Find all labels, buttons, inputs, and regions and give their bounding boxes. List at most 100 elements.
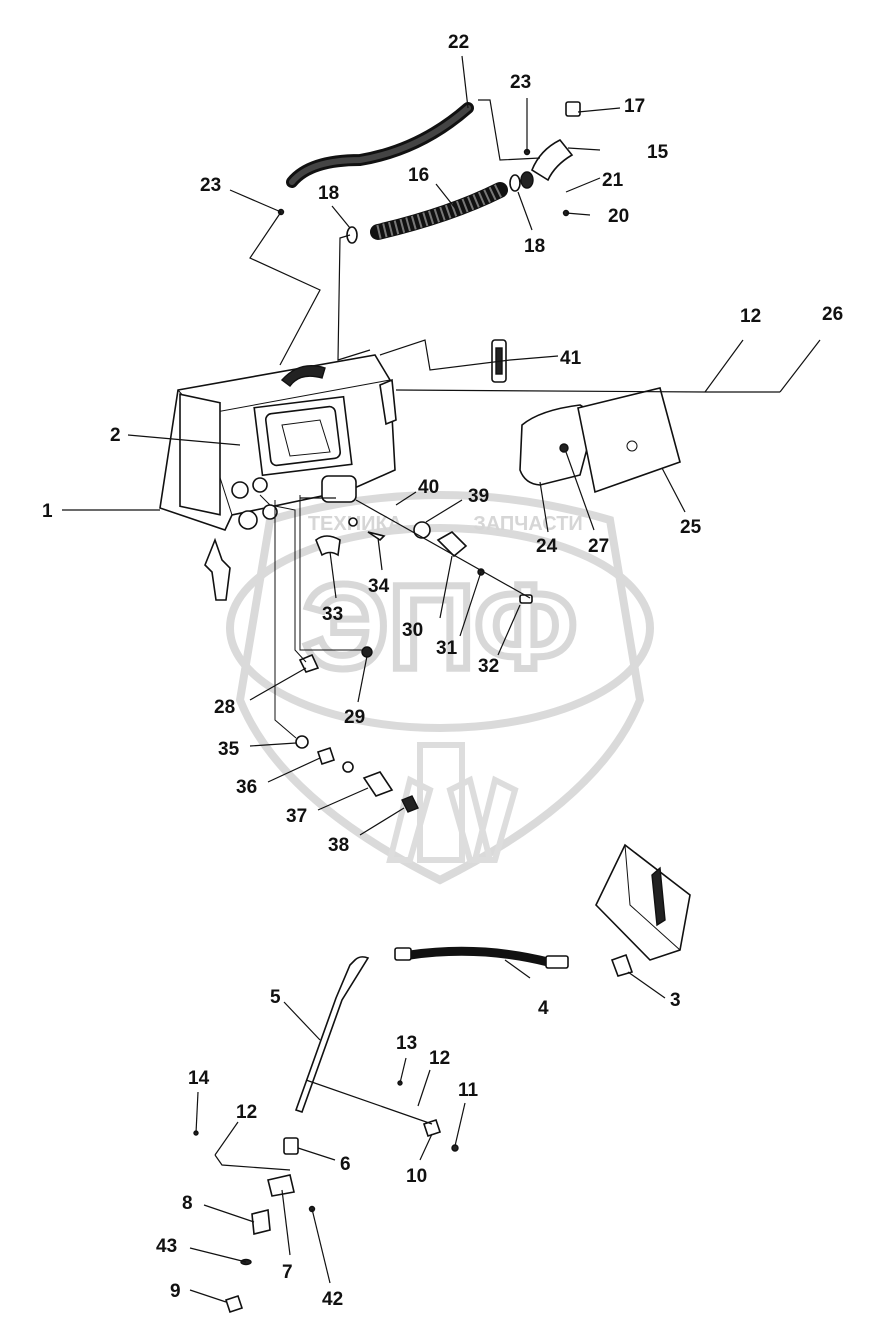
callout-5: 5 <box>270 987 281 1008</box>
callout-3: 3 <box>670 990 681 1011</box>
callout-10: 10 <box>406 1166 427 1187</box>
callout-25: 25 <box>680 517 702 538</box>
callout-9: 9 <box>170 1281 181 1302</box>
adapter-36 <box>316 746 336 766</box>
watermark-ellipse <box>226 524 654 732</box>
callout-39: 39 <box>468 486 489 507</box>
callout-34: 34 <box>368 576 390 597</box>
callout-16: 16 <box>408 165 429 186</box>
oring-39 <box>413 521 431 539</box>
callout-2: 2 <box>110 425 121 446</box>
callout-17: 17 <box>624 96 645 117</box>
hose-routing-28 <box>259 494 307 663</box>
seal-34 <box>367 531 386 542</box>
callout-28: 28 <box>214 697 235 718</box>
tank-port-2 <box>252 477 268 493</box>
callout-37: 37 <box>286 806 307 827</box>
callout-31: 31 <box>436 638 458 659</box>
cover-center-hole <box>626 440 638 452</box>
callout-labels: 1 2 3 4 5 6 7 8 9 10 11 12 12 12 13 14 1… <box>42 32 843 1310</box>
clamp-18-left <box>346 226 358 244</box>
callout-43: 43 <box>156 1236 177 1257</box>
cover-assembly <box>519 387 681 494</box>
oring-35 <box>295 735 309 749</box>
callout-36: 36 <box>236 777 257 798</box>
watermark-right-text: ЗАПЧАСТИ <box>473 513 583 535</box>
flange-30 <box>436 531 468 558</box>
elbow-28 <box>298 653 320 673</box>
middle-fittings <box>259 475 533 673</box>
hose-routing-29 <box>299 495 362 651</box>
cover-bolt <box>559 443 569 453</box>
callout-21: 21 <box>602 170 624 191</box>
hose-16-end <box>520 171 534 189</box>
pipe-5 <box>294 956 370 1114</box>
tank-bracket-right <box>379 378 397 426</box>
watermark-logo: ЭПФ <box>303 560 577 694</box>
elbow-33 <box>315 535 341 557</box>
reservoir-block <box>595 843 691 961</box>
tank-drain-valve <box>204 537 231 601</box>
callout-24: 24 <box>536 536 558 557</box>
callout-42: 42 <box>322 1289 343 1310</box>
watermark-wheat <box>386 742 519 863</box>
cover-plate <box>577 387 681 494</box>
callout-23-top: 23 <box>510 72 531 93</box>
fittings-chain <box>274 500 419 813</box>
hose-4 <box>405 946 553 967</box>
callout-32: 32 <box>478 656 499 677</box>
nut-29 <box>361 646 373 658</box>
callout-13: 13 <box>396 1033 417 1054</box>
callout-8: 8 <box>182 1193 193 1214</box>
callout-4: 4 <box>538 998 549 1019</box>
callout-22: 22 <box>448 32 469 53</box>
clamp-7 <box>267 1174 295 1197</box>
fitting-6 <box>283 1137 299 1155</box>
hose-16 <box>370 182 508 240</box>
callout-35: 35 <box>218 739 240 760</box>
watermark: ЭПФ ТЕХНИКА ЗАПЧАСТИ <box>226 491 654 885</box>
hose-22 <box>286 102 474 188</box>
elbow-15 <box>531 138 574 182</box>
tank-window-glare <box>281 419 331 457</box>
nut-38 <box>401 795 419 813</box>
routing-35 <box>274 500 297 739</box>
nut-9 <box>224 1294 244 1314</box>
callout-20: 20 <box>608 206 629 227</box>
callout-23-left: 23 <box>200 175 221 196</box>
callout-41: 41 <box>560 348 582 369</box>
callout-26: 26 <box>822 304 843 325</box>
hose-4-fitting-right <box>545 955 569 969</box>
tank-port-1 <box>231 481 249 499</box>
callout-14: 14 <box>188 1068 210 1089</box>
reservoir-block-edge <box>624 844 681 951</box>
fitting-37 <box>362 771 394 797</box>
washer-40 <box>348 517 358 527</box>
callout-30: 30 <box>402 620 423 641</box>
hose-4-fitting-left <box>394 947 412 961</box>
callout-12-mid: 12 <box>429 1048 450 1069</box>
callout-40: 40 <box>418 477 439 498</box>
callout-29: 29 <box>344 707 365 728</box>
cover-gasket <box>519 404 597 486</box>
callout-1: 1 <box>42 501 53 522</box>
fitting-30-body <box>321 475 357 503</box>
tank-filler-neck <box>280 365 326 387</box>
callout-11: 11 <box>458 1080 479 1101</box>
leader-lines <box>62 55 821 1303</box>
tank-window <box>264 405 342 467</box>
watermark-shield <box>235 491 645 885</box>
oring-36b <box>342 761 354 773</box>
callout-18-left: 18 <box>318 183 339 204</box>
reservoir-block-slots <box>651 866 666 927</box>
callout-38: 38 <box>328 835 349 856</box>
cap-17 <box>565 101 581 117</box>
hose-22-inner <box>289 105 471 185</box>
callout-7: 7 <box>282 1262 293 1283</box>
bracket-8 <box>251 1208 271 1236</box>
tank-port-3 <box>238 510 258 530</box>
callout-15: 15 <box>647 142 669 163</box>
callout-18-right: 18 <box>524 236 545 257</box>
upper-hoses <box>277 101 581 244</box>
